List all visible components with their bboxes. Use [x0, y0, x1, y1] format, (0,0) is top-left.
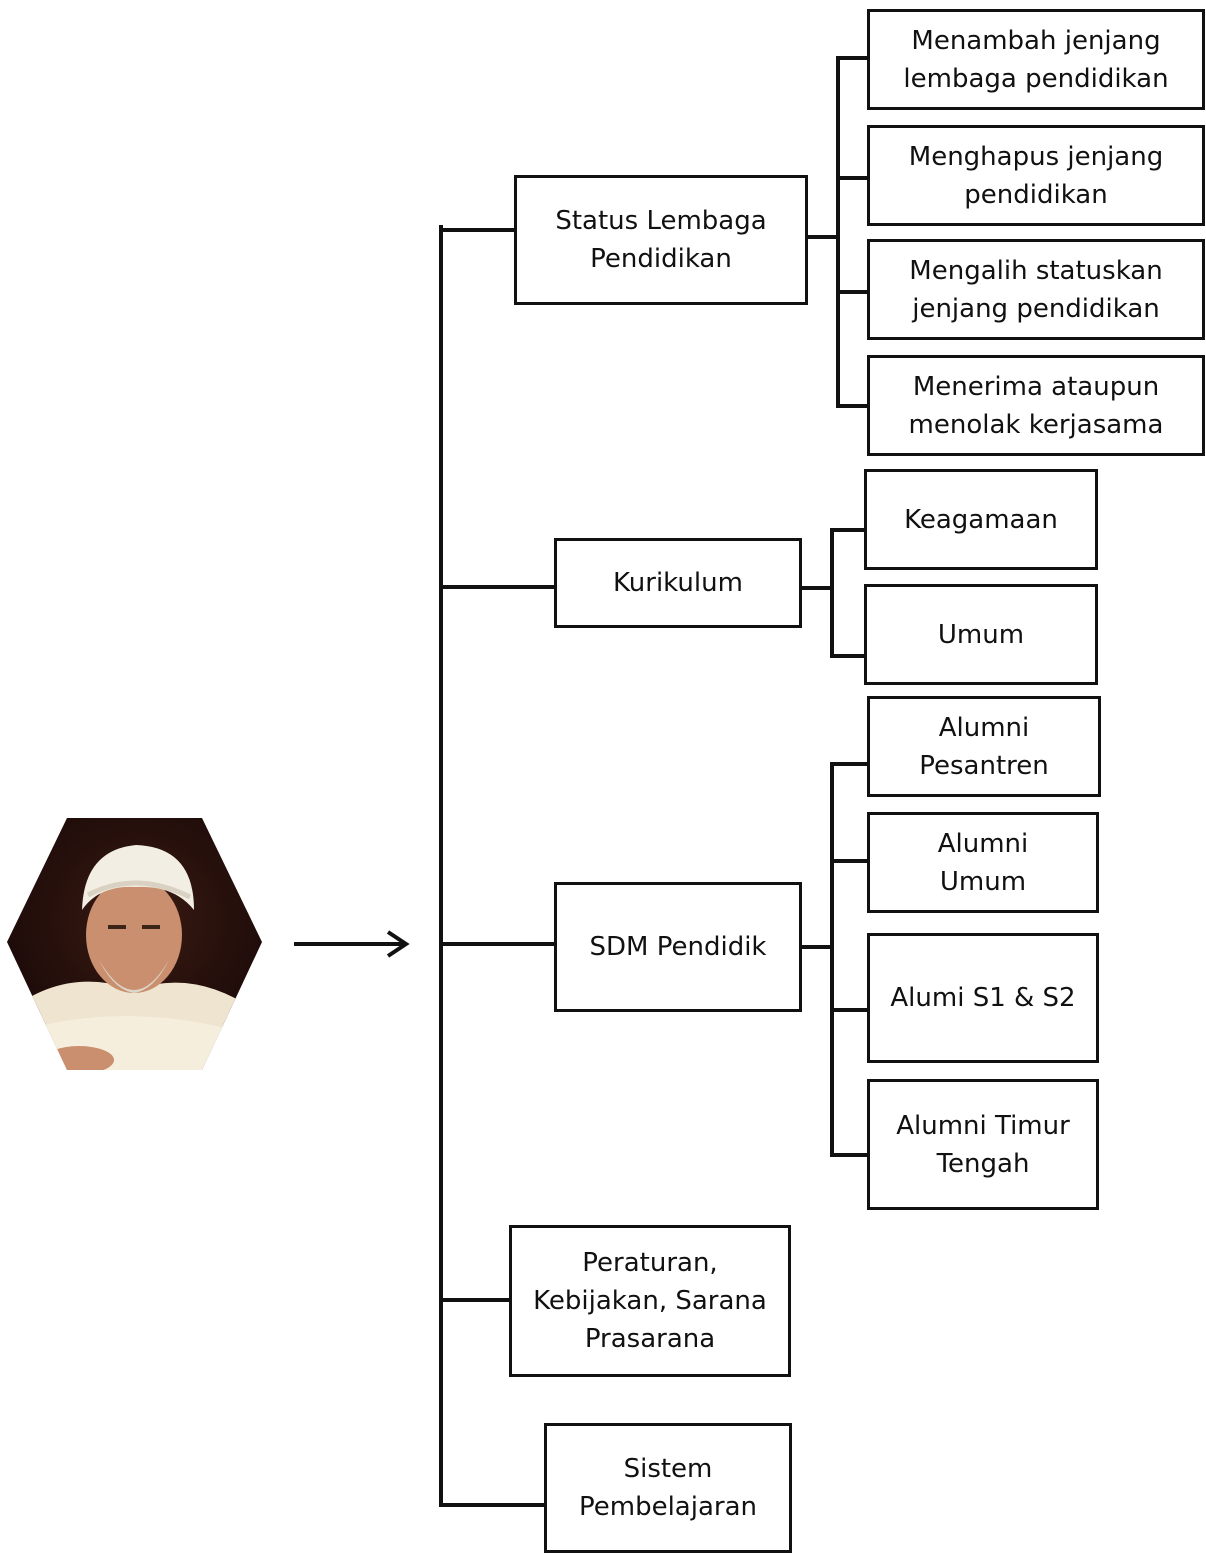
child-label: Alumni Timur Tengah [896, 1110, 1070, 1179]
kurikulum-tick-1 [830, 654, 868, 658]
kurikulum-tick-0 [830, 528, 868, 532]
child-alumni-s1-s2: Alumi S1 & S2 [867, 933, 1099, 1063]
child-alumni-umum: Alumni Umum [867, 812, 1099, 913]
child-alumni-timur-tengah: Alumni Timur Tengah [867, 1079, 1099, 1210]
kurikulum-stub [800, 586, 834, 590]
portrait-photo-icon [7, 818, 262, 1070]
category-kurikulum: Kurikulum [554, 538, 802, 628]
child-mengalih-status: Mengalih statuskan jenjang pendidikan [867, 239, 1205, 340]
status-tick-0 [836, 56, 872, 60]
child-label: Alumi S1 & S2 [890, 983, 1076, 1013]
sdm-tick-0 [830, 762, 870, 766]
child-menambah-jenjang: Menambah jenjang lembaga pendidikan [867, 9, 1205, 110]
status-stub [806, 235, 838, 239]
category-status-lembaga: Status Lembaga Pendidikan [514, 175, 808, 305]
category-peraturan: Peraturan, Kebijakan, Sarana Prasarana [509, 1225, 791, 1377]
status-tick-2 [836, 290, 872, 294]
child-label: Alumni Umum [937, 828, 1029, 897]
connector-sistem [439, 1503, 547, 1507]
status-tick-3 [836, 404, 872, 408]
child-label: Keagamaan [904, 504, 1058, 535]
child-umum: Umum [864, 584, 1098, 685]
main-trunk-line [439, 225, 443, 1507]
sdm-stub [800, 945, 834, 949]
category-label: Status Lembaga Pendidikan [555, 206, 767, 274]
arrow-right-icon [294, 930, 410, 958]
sdm-tick-1 [830, 859, 870, 863]
category-label: SDM Pendidik [589, 932, 767, 962]
child-label: Menghapus jenjang pendidikan [908, 141, 1164, 210]
child-label: Mengalih statuskan jenjang pendidikan [909, 255, 1163, 324]
status-vertical [836, 56, 840, 408]
connector-sdm [439, 942, 557, 946]
connector-kurikulum [439, 585, 557, 589]
category-label: Sistem Pembelajaran [579, 1454, 757, 1522]
connector-status [439, 228, 517, 232]
child-menerima-kerjasama: Menerima ataupun menolak kerjasama [867, 355, 1205, 456]
child-label: Menerima ataupun menolak kerjasama [908, 371, 1164, 440]
child-label: Alumni Pesantren [919, 712, 1049, 781]
category-label: Peraturan, Kebijakan, Sarana Prasarana [533, 1248, 767, 1354]
kurikulum-vertical [830, 528, 834, 658]
child-label: Menambah jenjang lembaga pendidikan [903, 25, 1169, 94]
child-keagamaan: Keagamaan [864, 469, 1098, 570]
status-tick-1 [836, 176, 872, 180]
category-sistem-pembelajaran: Sistem Pembelajaran [544, 1423, 792, 1553]
sdm-tick-3 [830, 1153, 870, 1157]
category-sdm-pendidik: SDM Pendidik [554, 882, 802, 1012]
connector-peraturan [439, 1298, 512, 1302]
child-alumni-pesantren: Alumni Pesantren [867, 696, 1101, 797]
sdm-tick-2 [830, 1008, 870, 1012]
child-label: Umum [937, 619, 1025, 650]
category-label: Kurikulum [613, 568, 743, 598]
sdm-vertical [830, 762, 834, 1157]
child-menghapus-jenjang: Menghapus jenjang pendidikan [867, 125, 1205, 226]
